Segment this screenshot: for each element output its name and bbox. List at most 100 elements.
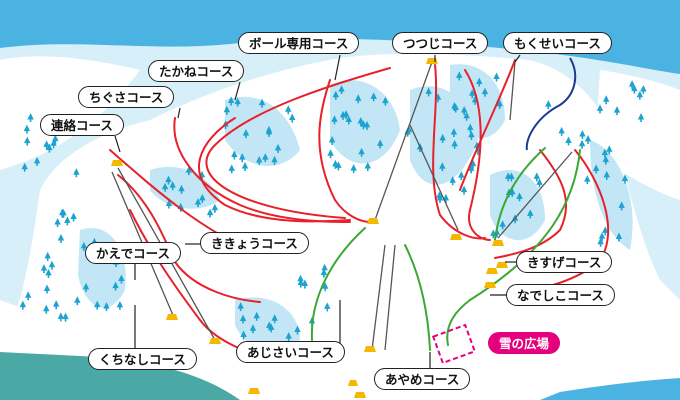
tree-icon: [621, 174, 629, 184]
tree-icon: [46, 143, 53, 153]
tree-icon: [206, 208, 214, 218]
label-nadeshiko-course[interactable]: なでしこコース: [506, 284, 615, 306]
tree-icon: [493, 72, 500, 82]
tree-icon: [450, 128, 458, 138]
main-slope-snow: [0, 53, 680, 400]
label-takane-course[interactable]: たかねコース: [148, 60, 245, 82]
lift-station-4: [426, 58, 438, 64]
tree-icon: [601, 148, 609, 158]
tree-icon: [253, 311, 260, 321]
tree-icon: [198, 170, 206, 180]
lift-line-6: [384, 244, 396, 351]
label-ball-course[interactable]: ボール専用コース: [238, 32, 360, 54]
tree-icon: [490, 229, 497, 239]
course-line-tsutsuji-a: [432, 64, 486, 240]
label-ayame-course[interactable]: あやめコース: [374, 368, 471, 390]
tree-icon: [322, 282, 329, 292]
tree-icon: [118, 274, 125, 284]
tree-icon: [516, 192, 523, 202]
tree-icon: [364, 162, 371, 172]
label-snow-plaza[interactable]: 雪の広場: [488, 332, 561, 354]
tree-icon: [256, 156, 263, 166]
tree-icon: [331, 115, 338, 125]
course-line-mokusei: [459, 59, 516, 191]
tree-icon: [237, 302, 244, 312]
tree-icon: [471, 95, 479, 105]
label-ajisai-course[interactable]: あじさいコース: [236, 341, 345, 363]
tree-icon: [48, 260, 56, 270]
tree-icon: [50, 139, 57, 149]
tree-icon: [527, 209, 534, 219]
tree-icon: [631, 84, 638, 94]
tree-icon: [177, 202, 184, 212]
tree-icon: [33, 156, 41, 166]
tree-icon: [584, 134, 592, 144]
tree-icon: [64, 216, 71, 226]
tree-icon: [24, 291, 32, 301]
lift-station-14: [348, 380, 358, 386]
tree-icon: [297, 274, 304, 284]
tree-icon: [592, 164, 600, 174]
label-kaede-course[interactable]: かえでコース: [85, 242, 182, 264]
tree-icon: [335, 161, 342, 171]
tree-icon: [637, 113, 645, 123]
lift-stations: [111, 58, 508, 398]
tree-icon: [458, 171, 465, 181]
tree-icon: [451, 139, 458, 149]
label-chigusa-course[interactable]: ちぐさコース: [78, 86, 175, 108]
tree-icon: [357, 117, 364, 127]
label-renraku-course[interactable]: 連絡コース: [40, 114, 124, 136]
lift-station-3: [367, 218, 379, 224]
tree-icon: [355, 94, 362, 104]
label-mokusei-course[interactable]: もくせいコース: [503, 32, 612, 54]
label-kuchinashi-course[interactable]: くちなしコース: [88, 348, 197, 370]
tree-icon: [60, 208, 67, 218]
tree-icon: [40, 264, 48, 274]
tree-icon: [199, 193, 206, 203]
tree-icon: [382, 96, 389, 106]
tree-icon: [628, 80, 636, 90]
tree-icon: [161, 182, 169, 192]
lift-line-5: [371, 244, 386, 351]
tree-icon: [596, 104, 604, 114]
tree-icon: [499, 220, 506, 230]
tree-icon: [358, 147, 365, 157]
tree-icon: [223, 105, 231, 115]
tree-icon: [57, 312, 65, 322]
tree-icon: [165, 175, 172, 185]
lift-line-4: [409, 124, 459, 231]
tree-icon: [474, 146, 482, 156]
tree-icon: [328, 136, 336, 146]
tree-icon: [405, 125, 413, 135]
tree-icon: [469, 159, 477, 169]
tree-icon: [285, 105, 292, 115]
leader-renraku: [114, 135, 121, 153]
tree-icon: [321, 263, 328, 273]
tree-icon: [434, 93, 442, 103]
tree-icon: [370, 92, 377, 102]
tree-icon: [602, 226, 609, 236]
label-tsutsuji-course[interactable]: つつじコース: [392, 32, 489, 54]
label-kisuge-course[interactable]: きすげコース: [516, 251, 613, 273]
tree-icon: [436, 193, 444, 203]
tree-icon: [240, 330, 247, 340]
lift-station-11: [166, 314, 178, 320]
tree-icon: [509, 187, 516, 197]
tree-icon: [227, 96, 235, 106]
lift-station-1: [111, 160, 123, 166]
label-kikyo-course[interactable]: ききょうコース: [200, 232, 309, 254]
tree-icon: [332, 90, 340, 100]
lift-station-8: [486, 268, 498, 274]
course-line-ajisai: [310, 227, 366, 341]
tree-icon: [456, 71, 463, 81]
tree-icon: [508, 172, 515, 182]
tree-icon: [74, 296, 81, 306]
tree-icon: [460, 106, 468, 116]
tree-icon: [44, 251, 51, 261]
tree-icon: [376, 139, 384, 149]
tree-icon: [360, 120, 367, 130]
tree-icon: [602, 155, 610, 165]
tree-icon: [239, 153, 246, 163]
tree-icon: [496, 99, 503, 109]
